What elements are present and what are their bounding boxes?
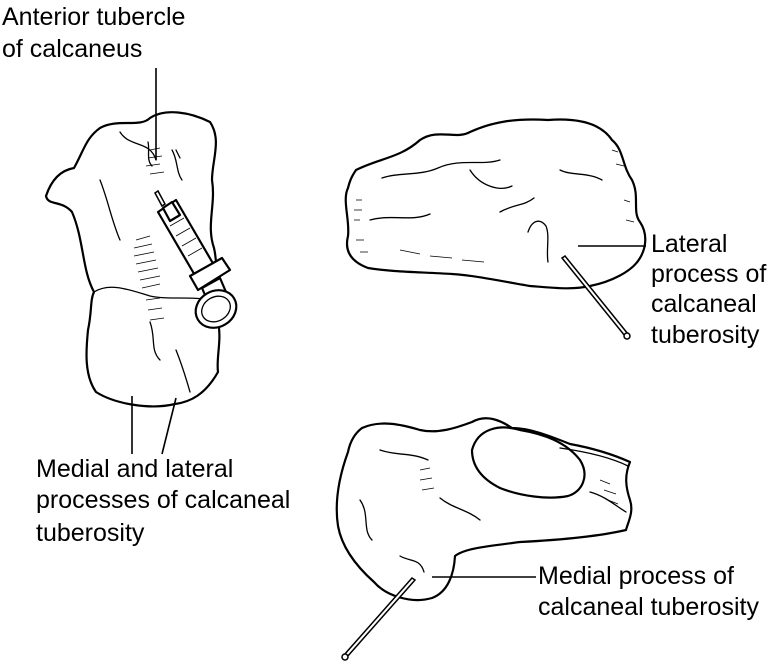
- label-anterior-tubercle: Anterior tubercle of calcaneus: [2, 3, 192, 63]
- calcaneus-lateral-view: [346, 120, 646, 289]
- label-medial-process: Medial process of calcaneal tuberosity: [538, 562, 759, 621]
- label-lateral-process: Lateral process of calcaneal tuberosity: [651, 230, 773, 349]
- needle-icon: [342, 578, 415, 660]
- label-medial-lateral-processes: Medial and lateral processes of calcanea…: [36, 455, 297, 547]
